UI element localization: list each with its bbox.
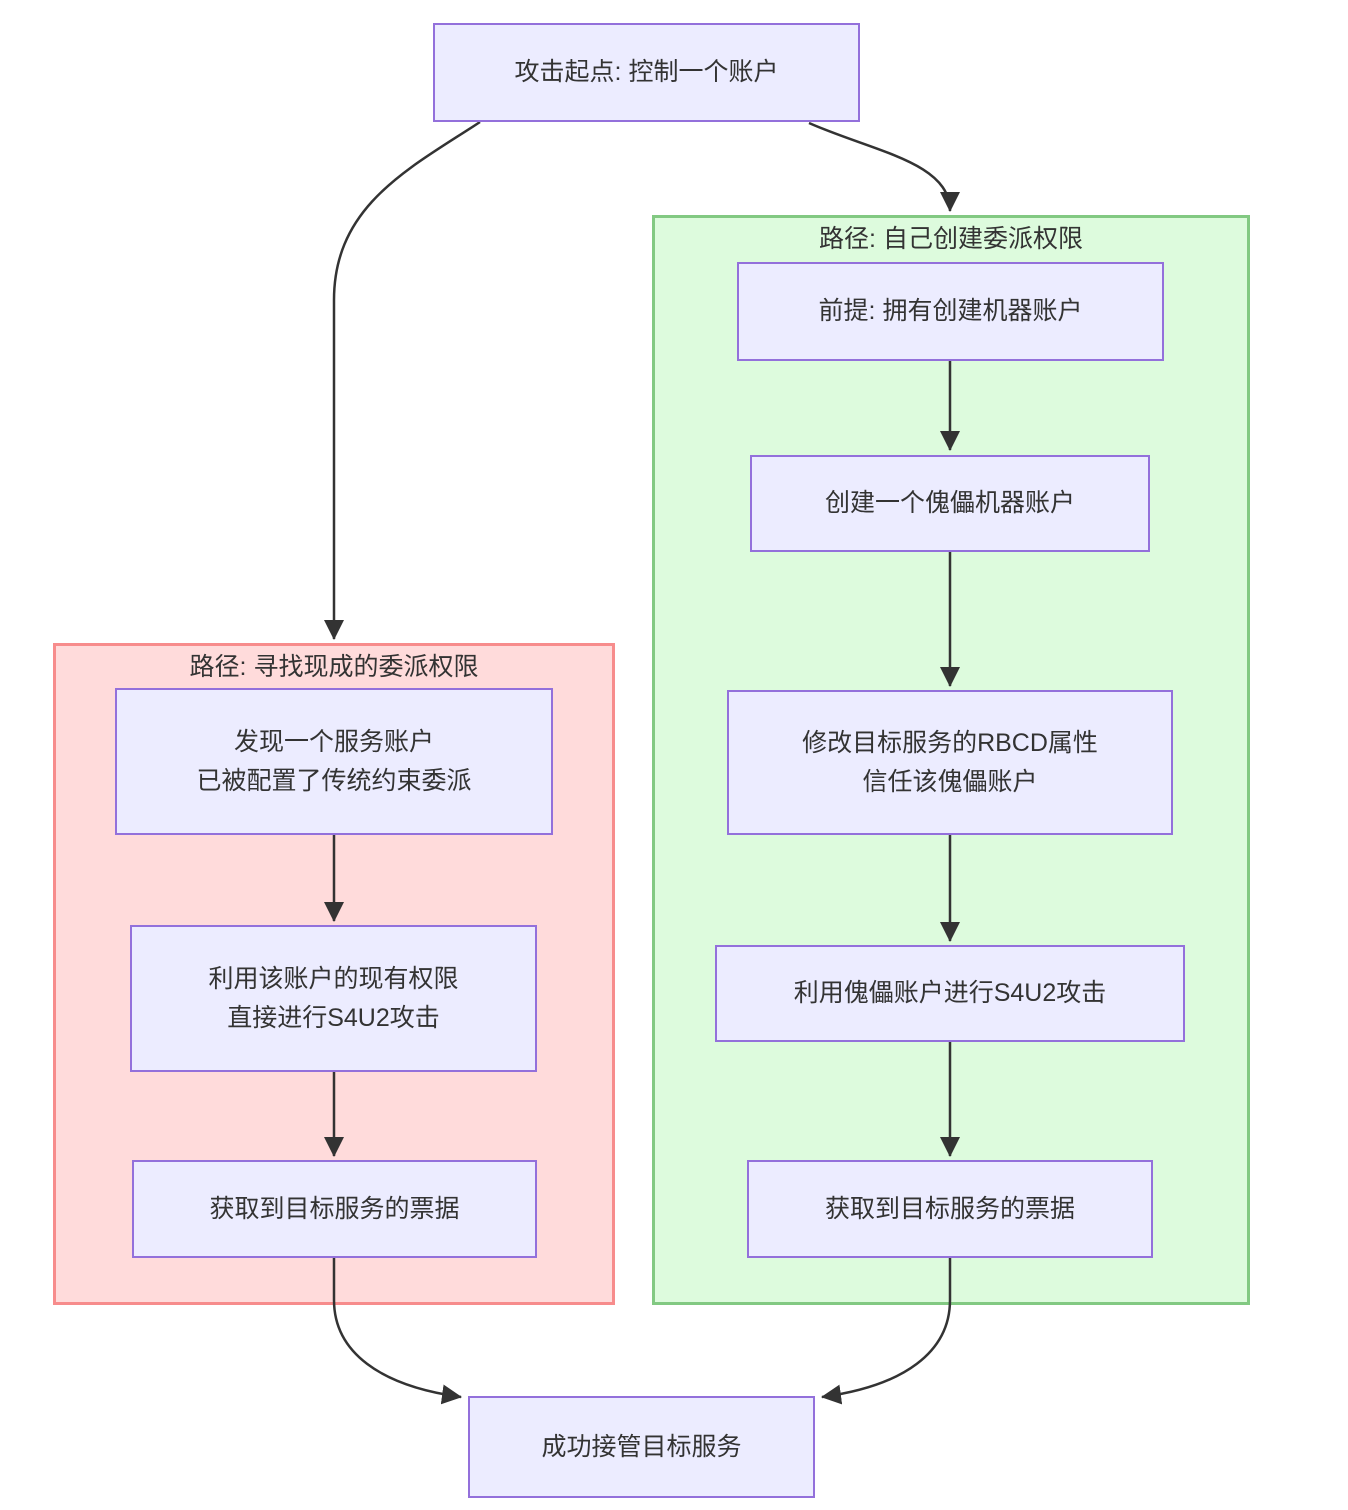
node-right-create-puppet: 创建一个傀儡机器账户 <box>750 455 1150 552</box>
node-right-prerequisite: 前提: 拥有创建机器账户 <box>737 262 1164 361</box>
subgraph-right-title: 路径: 自己创建委派权限 <box>819 225 1083 253</box>
node-left-s4u2-attack: 利用该账户的现有权限 直接进行S4U2攻击 <box>130 925 537 1072</box>
edge-start-to-right-path <box>808 121 960 212</box>
node-left-discover-account: 发现一个服务账户 已被配置了传统约束委派 <box>115 688 553 835</box>
node-success-takeover: 成功接管目标服务 <box>468 1396 815 1498</box>
node-right-s4u2-attack: 利用傀儡账户进行S4U2攻击 <box>715 945 1185 1042</box>
node-right-get-ticket: 获取到目标服务的票据 <box>747 1160 1153 1258</box>
node-attack-start: 攻击起点: 控制一个账户 <box>433 23 860 122</box>
edge-start-to-left-path <box>324 120 481 640</box>
node-right-modify-rbcd: 修改目标服务的RBCD属性 信任该傀儡账户 <box>727 690 1173 835</box>
subgraph-left-title: 路径: 寻找现成的委派权限 <box>189 653 479 681</box>
node-left-get-ticket: 获取到目标服务的票据 <box>132 1160 537 1258</box>
